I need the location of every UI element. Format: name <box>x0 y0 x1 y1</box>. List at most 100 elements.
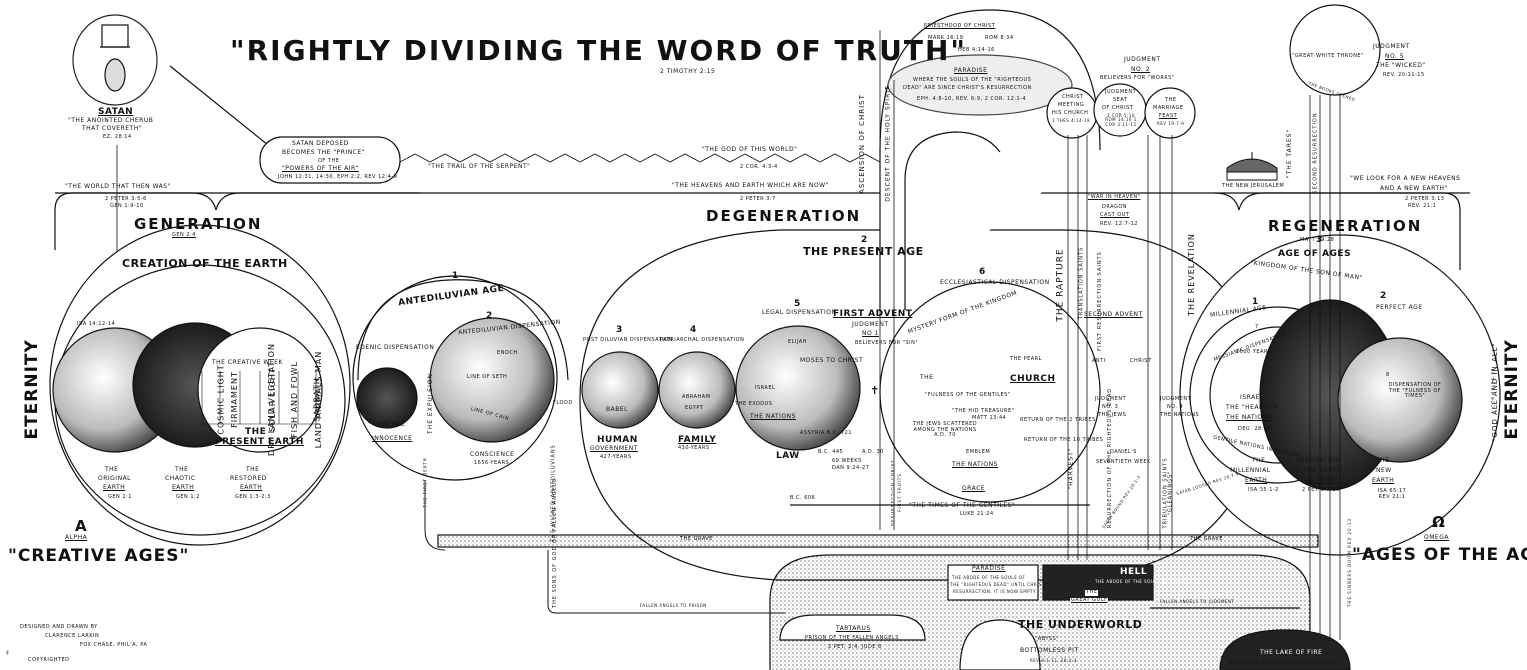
age-of-ages-num: 3 <box>1316 235 1323 245</box>
credits-line2: Clarence Larkin <box>45 633 100 639</box>
israel-head-3: The Nations <box>1226 414 1272 421</box>
conscience-label: Conscience <box>470 451 515 458</box>
daniels-week-1: Daniel's <box>1110 449 1137 455</box>
earth-chaotic-1: The <box>175 466 189 473</box>
lake-of-fire: The Lake Of Fire <box>1260 649 1323 656</box>
priesthood-title: Priesthood Of Christ <box>924 23 996 29</box>
god-all-ref: 1 Cor 15:24-28 <box>1490 367 1496 414</box>
new-heavens-ref-1: 2 Peter 3:13 <box>1405 196 1445 202</box>
present-age-label: The Present Age <box>803 245 924 258</box>
exodus-label: The Exodus <box>735 401 773 407</box>
conscience-years: 1656-Years <box>474 460 510 466</box>
paradise-upper-line2: Dead" Are Since Christ's Resurrection <box>903 85 1032 91</box>
revelation-label: The Revelation <box>1186 233 1196 316</box>
marriage-ref: Rev 19:7-9 <box>1157 121 1185 126</box>
government-label: Government <box>590 445 638 452</box>
god-of-this-world: "The God Of This World" <box>702 146 798 153</box>
satan-subtitle-1: "The Anointed Cherub <box>68 117 154 124</box>
israel-head-ref: Deu. 28:13 <box>1238 426 1272 432</box>
millennial-earth-2: Millennial <box>1230 467 1271 474</box>
new-heavens-2: And A New Earth" <box>1380 185 1448 192</box>
earth-original-ref: Gen 1:1 <box>108 494 132 500</box>
paradise-lower-3: Resurrection. It Is Now Empty <box>953 589 1036 594</box>
second-advent-title: Second Advent <box>1084 311 1143 318</box>
hid-treasure-ref: Matt 13:44 <box>972 415 1007 421</box>
generation-ref: Gen 2:4 <box>172 232 196 238</box>
day-2: Firmament <box>229 371 239 428</box>
earth-restored-3: Earth <box>240 484 263 491</box>
tribulation-saints: Tribulation Saints <box>1162 457 1169 529</box>
emblem-label: Emblem <box>966 449 991 455</box>
tartarus-desc: Prison Of The Fallen Angels <box>805 635 899 641</box>
moses-christ-label: Moses to Christ <box>800 357 864 364</box>
satan-deposed-line2: Becomes The "Prince" <box>282 149 365 156</box>
judgment-4-title: Judgment <box>1160 396 1192 402</box>
judgment-2-desc: Believers For "Works" <box>1100 75 1175 81</box>
church-label: Church <box>1010 374 1056 384</box>
judgment-5-desc: The "Wicked" <box>1376 62 1426 69</box>
pit-ref: Rev 9:1-11, 20:1-3 <box>1030 658 1077 663</box>
postdiluvian-dispensation: Post Diluvian Dispensation <box>583 337 673 343</box>
patriarchal-dispensation: Patriarchal Dispensation <box>660 337 745 343</box>
earth-restored-1: The <box>246 466 260 473</box>
fallen-to-prison: Fallen Angels To Prison <box>640 603 707 608</box>
satan-deposed-line1: Satan Deposed <box>292 140 349 147</box>
satan-label: Satan <box>98 107 134 117</box>
day-1: Cosmic Light <box>216 364 226 435</box>
bc-445: B.C. 445 <box>818 449 844 455</box>
first-advent-title: First Advent <box>833 309 913 319</box>
bc-606: B.C. 606 <box>790 495 816 501</box>
bottomless-pit: Bottomless Pit <box>1020 647 1079 654</box>
perfect-num: 2 <box>1380 291 1387 301</box>
antediluvian-disp-num: 2 <box>486 311 493 321</box>
judgment-5-ref: Rev. 20:11-15 <box>1383 72 1425 78</box>
degeneration-header: Degeneration <box>706 207 862 225</box>
seat-3: Of Christ <box>1102 105 1134 111</box>
new-heavens-ref-2: Rev. 21:1 <box>1408 203 1437 209</box>
renovation-ref: 2 Pet 3:7-13 <box>1302 487 1340 493</box>
regeneration-header: Regeneration <box>1268 217 1423 235</box>
renovation-3: By "Fire" <box>1306 477 1339 484</box>
paradise-lower-1: The Abode Of The Souls Of <box>952 575 1026 580</box>
judgment-5-title: Judgment <box>1373 43 1410 50</box>
hell-desc: The Abode Of The Souls Of The Wicked <box>1095 579 1201 584</box>
the-church-the: The <box>920 374 934 381</box>
great-gulf-1: The <box>1085 589 1099 596</box>
title-reference: 2 Timothy 2:15 <box>660 68 716 75</box>
judgment-4-desc: The Nations <box>1160 412 1200 418</box>
underworld-title: The Underworld <box>1018 618 1143 631</box>
god-of-this-world-ref: 2 Cor. 4:3-4 <box>740 164 778 170</box>
world-then-ref-2: Gen 1:9-10 <box>110 203 144 209</box>
fallen-to-judgment: Fallen Angels To Judgment <box>1160 599 1235 604</box>
new-earth-1: The <box>1376 457 1390 464</box>
marriage-1: The <box>1165 97 1177 103</box>
new-heavens-1: "We Look For A New Heavens <box>1350 175 1461 182</box>
tares-label: "The Tares" <box>1286 128 1294 179</box>
judgment-1-label: Judgment <box>852 321 889 328</box>
new-earth-2: New <box>1376 467 1392 474</box>
paradise-upper-ref: Eph. 4:8-10, Rev. 6:9, 2 Cor. 12:1-4 <box>917 96 1027 102</box>
present-age-num: 2 <box>861 235 868 245</box>
christ-label: Christ <box>1130 358 1152 364</box>
jews-scattered: The Jews Scattered Among The Nations A.D… <box>912 421 978 438</box>
earth-original-1: The <box>105 466 119 473</box>
first-resurrection: First Resurrection Saints <box>1096 251 1103 351</box>
heavens-earth-now: "The Heavens And Earth Which Are Now" <box>672 182 829 189</box>
ecclesiastical-dispensation: Ecclesiastical Dispensation <box>940 279 1050 286</box>
alpha-symbol: A <box>75 517 89 535</box>
family-years: 430-Years <box>678 445 710 451</box>
war-heaven-1: "War In Heaven" <box>1088 194 1141 200</box>
tartarus-ref: 2 Pet. 2:4, Jude 6 <box>828 644 882 650</box>
judgment-3-desc: The Jews <box>1098 412 1127 418</box>
world-that-then-was: "The World That Then Was" <box>65 183 171 190</box>
war-heaven-ref: Rev. 12:7-12 <box>1100 221 1138 227</box>
legal-nations-label: The Nations <box>750 413 796 420</box>
new-jerusalem-label: The New Jerusalem <box>1222 183 1285 189</box>
creative-week-title: The Creative Week <box>212 359 283 366</box>
grace-label: Grace <box>962 485 986 492</box>
creation-of-earth-arc: Creation Of The Earth <box>122 257 288 270</box>
sinners-doom: The Sinners Doom Rev 20:13 <box>1347 517 1353 608</box>
family-label: Family <box>678 435 717 445</box>
earth-chaotic-3: Earth <box>172 484 195 491</box>
judgment-2-num: No. 2 <box>1131 66 1151 73</box>
